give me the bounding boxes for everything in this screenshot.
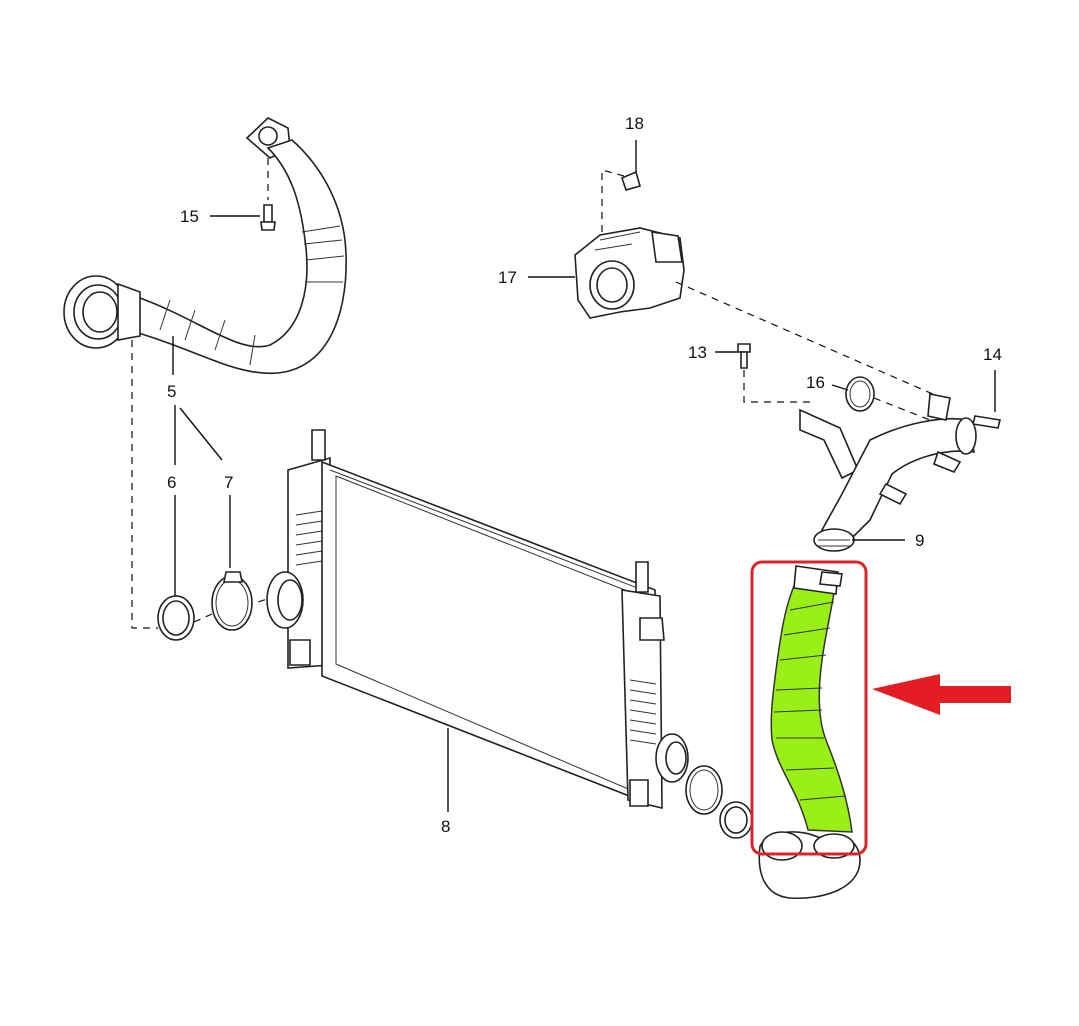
outlet-clamp <box>685 765 723 815</box>
label-part-17: 17 <box>498 268 517 287</box>
seal-ring-part-16 <box>845 376 875 412</box>
label-part-14: 14 <box>983 345 1002 364</box>
intercooler-part-8 <box>266 429 689 810</box>
bolt-part-13 <box>737 343 751 369</box>
bolt-part-18 <box>601 169 641 232</box>
seal-ring-part-6 <box>157 595 195 641</box>
hose-coupling <box>63 275 141 349</box>
upper-hose-part-5 <box>63 117 347 375</box>
label-part-13: 13 <box>688 343 707 362</box>
bolt-part-15 <box>260 158 276 231</box>
highlighted-hose <box>758 565 861 900</box>
clamp-part-7 <box>211 571 253 631</box>
label-part-9: 9 <box>915 531 924 550</box>
charge-pipe-part-9 <box>799 393 977 552</box>
bolt-part-14 <box>972 415 1001 429</box>
highlight-box <box>750 560 868 856</box>
throttle-body-part-17 <box>574 227 685 319</box>
label-part-16: 16 <box>806 373 825 392</box>
label-part-6: 6 <box>167 473 176 492</box>
outlet-seal <box>719 801 753 839</box>
label-part-7: 7 <box>224 473 233 492</box>
label-part-15: 15 <box>180 207 199 226</box>
label-part-5: 5 <box>167 382 176 401</box>
highlighted-hose-body <box>770 577 853 833</box>
label-part-8: 8 <box>441 817 450 836</box>
label-part-18: 18 <box>625 114 644 133</box>
pointer-arrow <box>872 674 1011 715</box>
